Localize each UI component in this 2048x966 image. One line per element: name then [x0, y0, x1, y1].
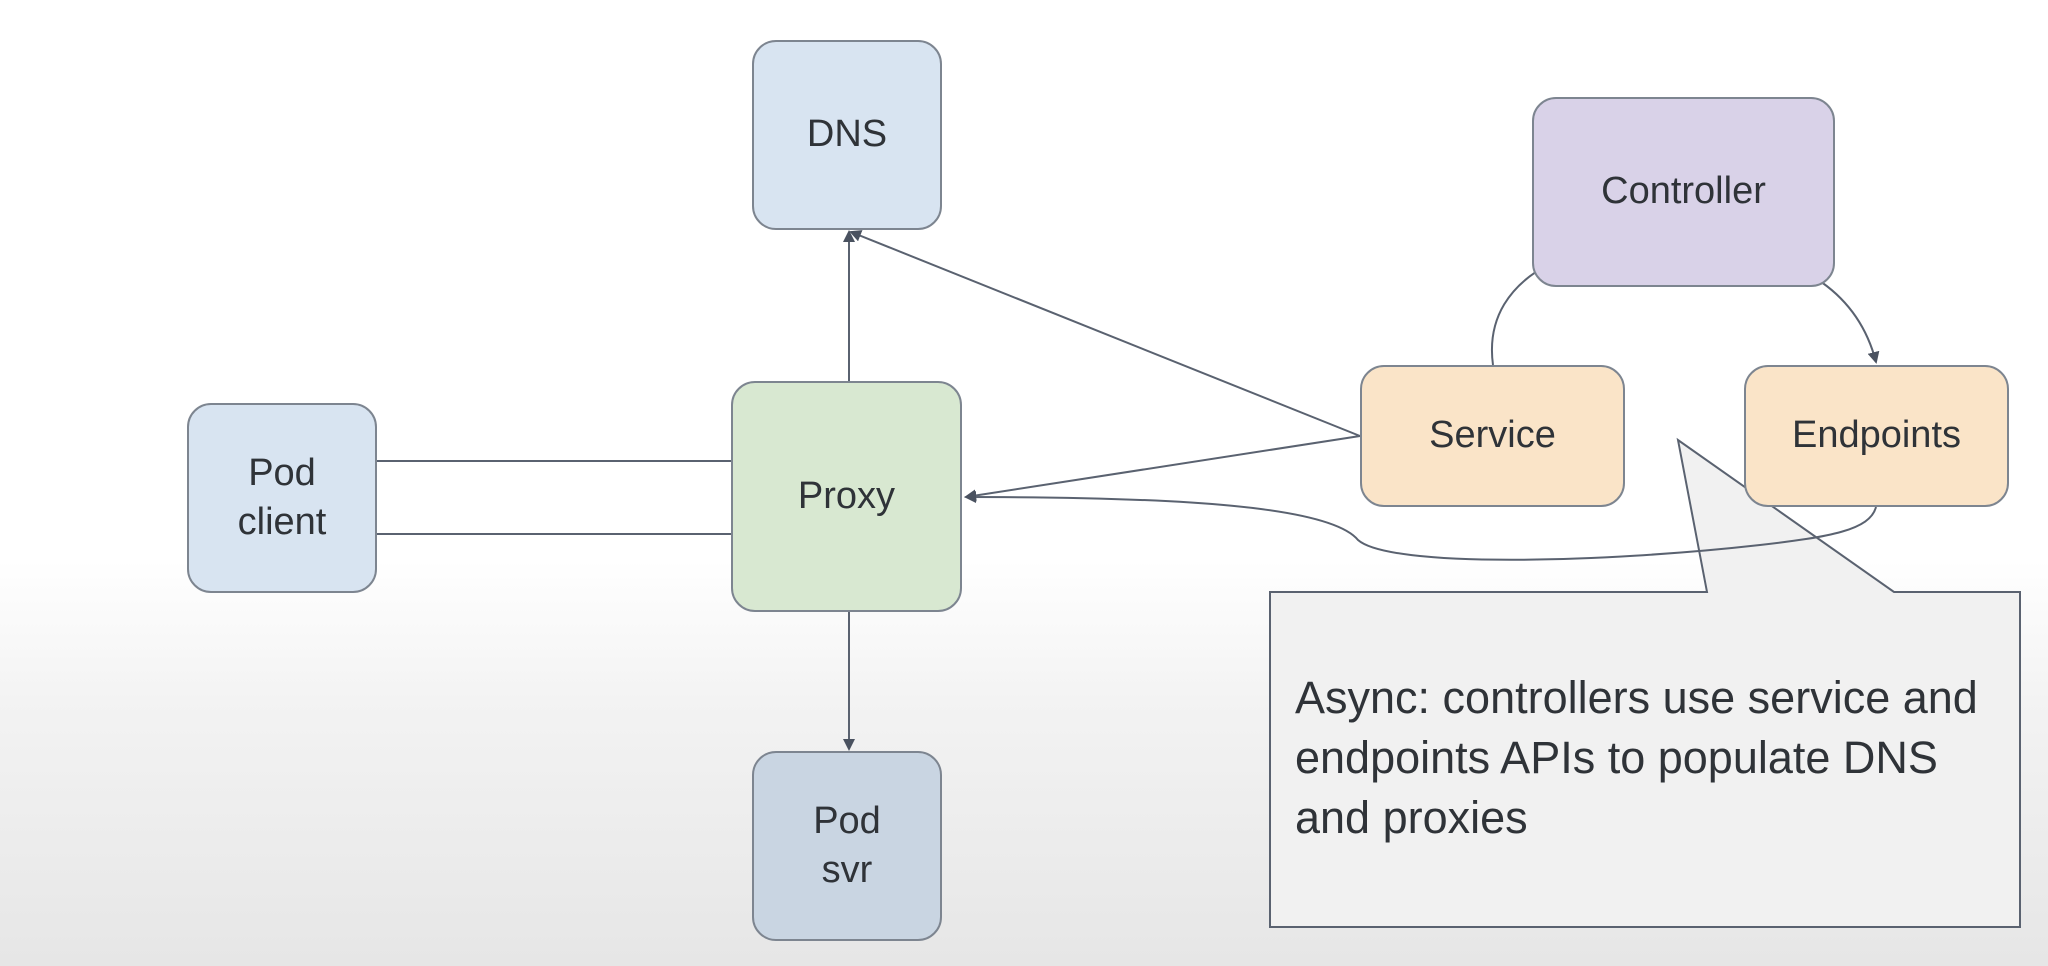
proxy-node: Proxy	[731, 381, 962, 612]
arrow-endpoints-to-proxy	[964, 491, 1877, 561]
endpoints-node: Endpoints	[1744, 365, 2009, 507]
pod-svr-node: Pod svr	[752, 751, 942, 941]
callout-text: Async: controllers use service and endpo…	[1295, 672, 1978, 843]
service-node: Service	[1360, 365, 1625, 507]
callout-box	[1269, 437, 2021, 928]
controller-node: Controller	[1532, 97, 1835, 287]
pod-client-node: Pod client	[187, 403, 377, 593]
arrow-service-to-dns	[849, 230, 1361, 437]
arrow-service-to-proxy	[964, 435, 1361, 502]
dns-node: DNS	[752, 40, 942, 230]
